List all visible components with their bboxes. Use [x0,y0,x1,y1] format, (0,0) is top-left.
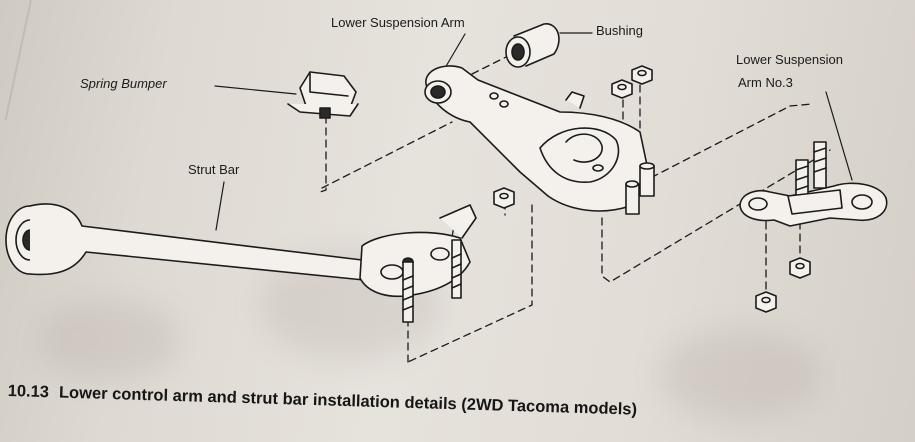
lower-suspension-arm-part [424,65,649,212]
nut-icon [755,291,777,313]
bolt-icon [625,162,655,215]
label-spring-bumper: Spring Bumper [80,76,167,91]
nut-icon [631,65,653,85]
bushing-part [505,23,560,68]
assembly-dashed-lines [319,49,831,363]
nut-icon [789,257,811,279]
lower-suspension-arm-no3-part [739,141,888,227]
label-bushing: Bushing [596,23,643,38]
page-stain [40,300,180,380]
label-lower-suspension-arm-no3-line2: Arm No.3 [738,75,793,90]
label-lower-suspension-arm: Lower Suspension Arm [331,15,465,30]
bolt-icon [451,239,462,299]
nut-icon [611,79,633,99]
page-stain [660,330,820,420]
nut-icon [493,187,515,209]
label-strut-bar: Strut Bar [188,162,240,177]
leader-lines [214,32,853,231]
label-lower-suspension-arm-no3-line1: Lower Suspension [736,52,843,67]
spring-bumper-part [287,71,359,119]
figure-number: 10.13 [7,382,50,402]
bolt-icon [402,261,414,323]
